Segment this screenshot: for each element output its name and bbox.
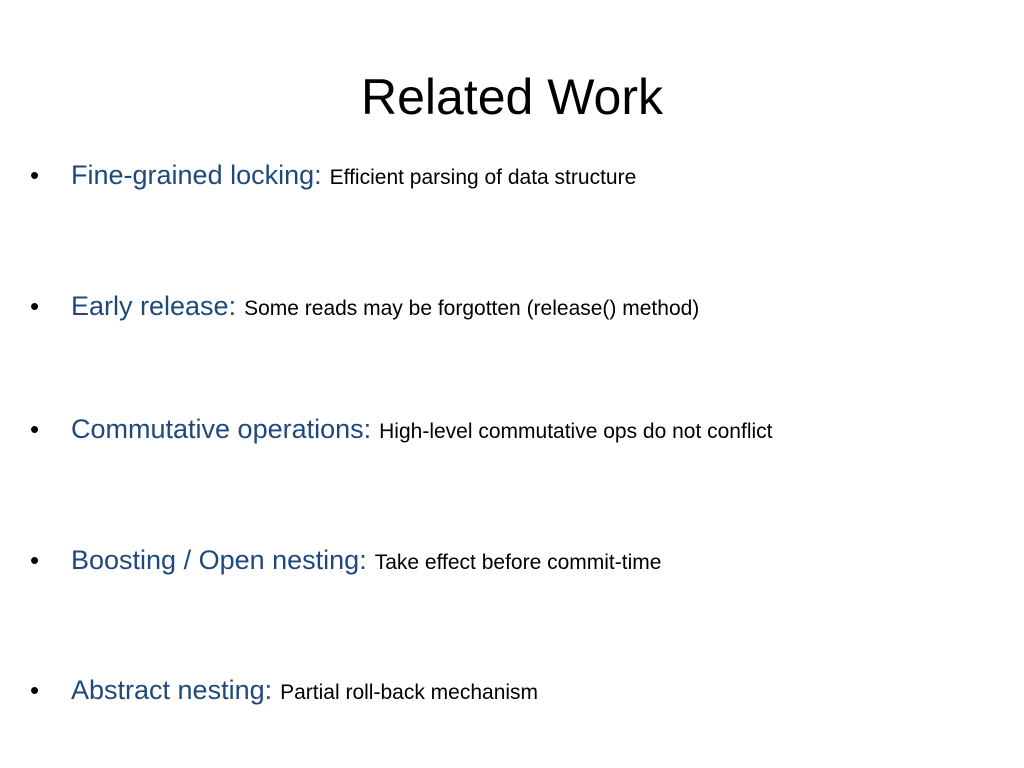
bullet-term: Fine-grained locking: bbox=[71, 160, 322, 190]
bullet-dot-icon: • bbox=[30, 160, 40, 190]
bullet-item-boosting-open-nesting: • Boosting / Open nesting: Take effect b… bbox=[30, 545, 1010, 589]
bullet-description: Efficient parsing of data structure bbox=[329, 166, 637, 189]
bullet-description: Partial roll-back mechanism bbox=[280, 681, 539, 704]
bullet-dot-icon: • bbox=[30, 675, 40, 705]
bullet-description: High-level commutative ops do not confli… bbox=[379, 420, 773, 443]
bullet-dot-icon: • bbox=[30, 291, 40, 321]
bullet-dot-icon: • bbox=[30, 414, 40, 444]
bullet-description: Some reads may be forgotten (release() m… bbox=[244, 297, 700, 320]
bullet-item-abstract-nesting: • Abstract nesting: Partial roll-back me… bbox=[30, 675, 1010, 719]
bullet-term: Abstract nesting: bbox=[71, 675, 273, 705]
bullet-description: Take effect before commit-time bbox=[374, 551, 662, 574]
bullet-item-early-release: • Early release: Some reads may be forgo… bbox=[30, 291, 1010, 335]
bullet-term: Early release: bbox=[71, 291, 237, 321]
bullet-item-commutative-operations: • Commutative operations: High-level com… bbox=[30, 414, 1010, 458]
bullet-term: Commutative operations: bbox=[71, 414, 372, 444]
slide-title: Related Work bbox=[361, 69, 663, 125]
bullet-dot-icon: • bbox=[30, 545, 40, 575]
bullet-item-fine-grained-locking: • Fine-grained locking: Efficient parsin… bbox=[30, 160, 1010, 204]
bullet-term: Boosting / Open nesting: bbox=[71, 545, 367, 575]
